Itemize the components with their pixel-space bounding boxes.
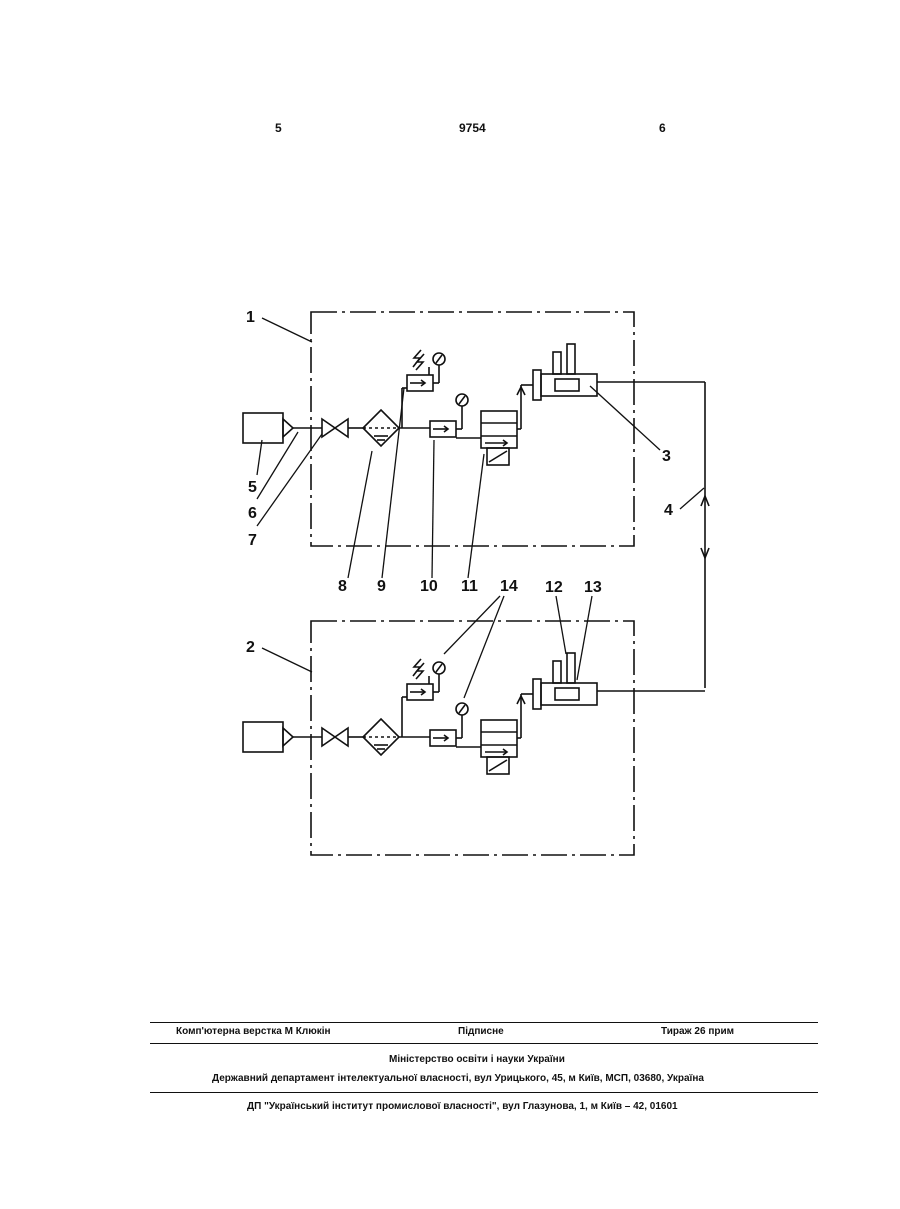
- footer-compositor: Комп'ютерна верстка М Клюкін: [176, 1026, 331, 1037]
- label-1: 1: [246, 309, 255, 326]
- label-12: 12: [545, 579, 563, 596]
- label-11: 11: [461, 578, 478, 595]
- footer-institute: ДП "Український інститут промислової вла…: [247, 1101, 678, 1112]
- footer-circulation: Тираж 26 прим: [661, 1026, 734, 1037]
- label-8: 8: [338, 578, 347, 595]
- footer-ministry: Міністерство освіти і науки України: [389, 1054, 565, 1065]
- label-3: 3: [662, 448, 671, 465]
- label-6: 6: [248, 505, 257, 522]
- label-2: 2: [246, 639, 255, 656]
- label-7: 7: [248, 532, 257, 549]
- label-5: 5: [248, 479, 257, 496]
- footer-rule-top: [150, 1022, 818, 1023]
- label-9: 9: [377, 578, 386, 595]
- footer-signed: Підписне: [458, 1026, 504, 1037]
- label-10: 10: [420, 578, 438, 595]
- unit-1: [243, 312, 705, 546]
- label-13: 13: [584, 579, 602, 596]
- footer-rule-middle: [150, 1043, 818, 1044]
- footer-department: Державний департамент інтелектуальної вл…: [212, 1073, 704, 1084]
- label-4: 4: [664, 502, 673, 519]
- label-14: 14: [500, 578, 518, 595]
- unit-2: [243, 621, 705, 855]
- footer-rule-bottom: [150, 1092, 818, 1093]
